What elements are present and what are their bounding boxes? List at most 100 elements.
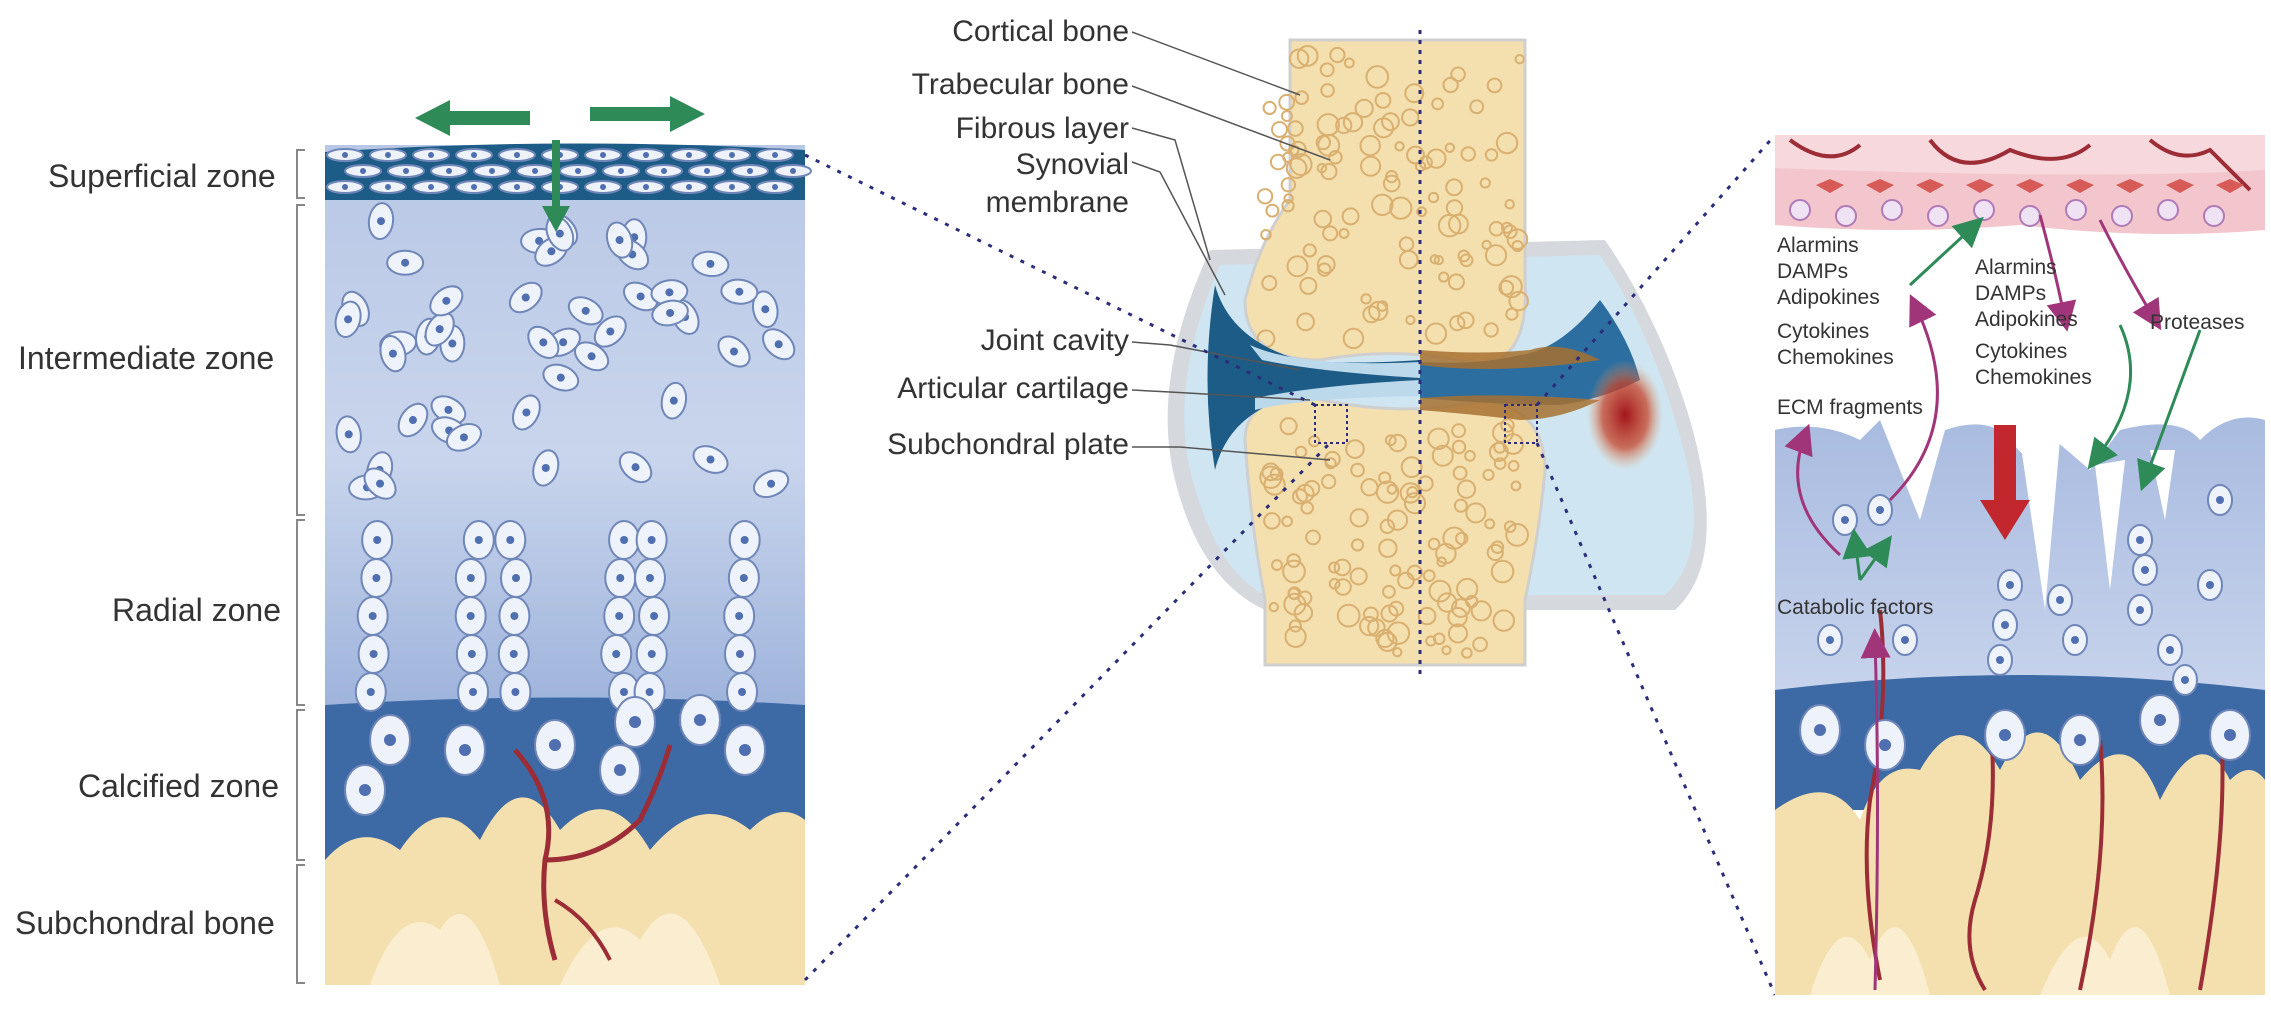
trabecular-pore xyxy=(1432,632,1446,646)
label-cortical-bone: Cortical bone xyxy=(952,15,1129,48)
trabecular-pore xyxy=(1343,57,1355,69)
trabecular-pore xyxy=(1287,120,1304,137)
trabecular-pore xyxy=(1404,83,1425,104)
label-subchondral-plate: Subchondral plate xyxy=(887,428,1129,461)
trabecular-pore xyxy=(1269,466,1284,481)
trabecular-pore xyxy=(1376,300,1389,312)
trabecular-pore xyxy=(1449,314,1466,332)
chondrocyte-nucleus xyxy=(2074,734,2086,746)
chondrocyte-nucleus xyxy=(2006,581,2014,589)
chondrocyte-nucleus xyxy=(384,734,396,746)
synovial-cell xyxy=(2203,205,2225,227)
joint-illustration xyxy=(803,30,1777,996)
trabecular-pore xyxy=(1450,66,1466,83)
trabecular-pore xyxy=(1378,538,1398,558)
chondrocyte-nucleus xyxy=(474,536,483,544)
chondrocyte-nucleus xyxy=(729,184,735,190)
label-membrane: membrane xyxy=(985,186,1129,219)
trabecular-pore xyxy=(1342,112,1364,133)
trabecular-pore xyxy=(1394,141,1405,152)
trabecular-pore xyxy=(1447,623,1469,644)
trabecular-pore xyxy=(1281,110,1293,122)
trabecular-pore xyxy=(1398,249,1419,270)
trabecular-pore xyxy=(1278,93,1296,111)
chondrocyte-nucleus xyxy=(372,574,381,582)
trabecular-pore xyxy=(1305,529,1321,546)
trabecular-pore xyxy=(1378,471,1392,485)
chondrocyte-nucleus xyxy=(631,463,640,472)
trabecular-pore xyxy=(1349,567,1368,586)
synovial-cell xyxy=(1835,205,1857,227)
chondrocyte-nucleus xyxy=(2141,566,2149,574)
chondrocyte-nucleus xyxy=(408,416,417,425)
trabecular-pore xyxy=(1362,305,1381,324)
chondrocyte-nucleus xyxy=(575,168,581,174)
chondrocyte-nucleus xyxy=(1999,729,2011,741)
oa-chondrocytes xyxy=(1789,179,2251,771)
trabecular-pore xyxy=(1289,153,1313,177)
chondrocyte-nucleus xyxy=(469,688,478,696)
trabecular-pore xyxy=(1465,502,1487,524)
synovial-cell xyxy=(1789,199,1811,221)
chondrocyte-nucleus xyxy=(647,536,656,544)
chondrocyte-nucleus xyxy=(761,305,770,314)
chondrocyte-nucleus xyxy=(619,688,628,696)
trabecular-pore xyxy=(1360,293,1372,305)
chondrocyte-nucleus xyxy=(506,536,515,544)
chondrocyte-nucleus xyxy=(606,327,615,336)
chondrocyte-nucleus xyxy=(532,168,538,174)
trabecular-pore xyxy=(1334,578,1352,596)
trabecular-pore xyxy=(1456,479,1477,499)
chondrocyte-nucleus xyxy=(600,152,606,158)
trabecular-pore xyxy=(1291,488,1308,505)
synoviocyte xyxy=(2166,179,2194,193)
trabecular-pore xyxy=(1482,468,1495,481)
trabecular-pore xyxy=(1428,579,1452,603)
trabecular-pore xyxy=(1417,475,1434,492)
trabecular-pore xyxy=(1499,275,1523,299)
trabecular-pore xyxy=(1271,559,1283,572)
trabecular-pore xyxy=(1486,543,1504,562)
trabecular-pore xyxy=(1333,558,1352,577)
joint-leader-lines xyxy=(1131,31,1331,461)
chondrocyte-nucleus xyxy=(612,650,621,658)
trabecular-pore xyxy=(1317,262,1332,277)
trabecular-pore xyxy=(1265,203,1280,218)
chondrocyte-nucleus xyxy=(581,306,590,315)
trabecular-pore xyxy=(1444,142,1456,153)
label-intermediate-zone: Intermediate zone xyxy=(18,340,275,376)
trabecular-pore xyxy=(1297,590,1313,606)
chondrocyte-nucleus xyxy=(373,536,382,544)
chondrocyte-nucleus xyxy=(428,184,434,190)
trabecular-pore xyxy=(1400,456,1423,479)
trabecular-pore xyxy=(1436,556,1447,568)
trabecular-pore xyxy=(1484,244,1508,267)
chondrocyte-nucleus xyxy=(448,339,457,348)
chondrocyte-nucleus xyxy=(442,296,451,305)
chondrocyte-nucleus xyxy=(1876,506,1884,514)
trabecular-pore xyxy=(1299,276,1318,295)
trabecular-pore xyxy=(1296,44,1319,67)
trabecular-pore xyxy=(1350,462,1365,478)
chondrocyte-nucleus xyxy=(342,184,348,190)
trabecular-pore xyxy=(1365,65,1390,89)
label-ecm-fragments: ECM fragments xyxy=(1777,396,1923,419)
trabecular-pore xyxy=(1448,213,1469,235)
trabecular-pore xyxy=(1286,255,1309,278)
trabecular-pore xyxy=(1426,148,1447,169)
synoviocyte xyxy=(2016,179,2044,193)
trabecular-pore xyxy=(1256,188,1274,205)
synoviocyte xyxy=(2066,179,2094,193)
trabecular-pore xyxy=(1451,423,1467,439)
trabecular-pore xyxy=(1388,433,1407,453)
chondrocyte-nucleus xyxy=(555,229,564,238)
trabecular-pore xyxy=(1386,483,1398,495)
trabecular-pore xyxy=(1283,193,1294,204)
trabecular-pore xyxy=(1286,553,1301,568)
chondrocyte-nucleus xyxy=(522,408,531,417)
trabecular-pore xyxy=(1303,479,1321,497)
chondrocyte-nucleus xyxy=(665,288,674,297)
synoviocyte xyxy=(1966,179,1994,193)
trabecular-pore xyxy=(1514,53,1525,65)
trabecular-pore xyxy=(1511,239,1524,253)
